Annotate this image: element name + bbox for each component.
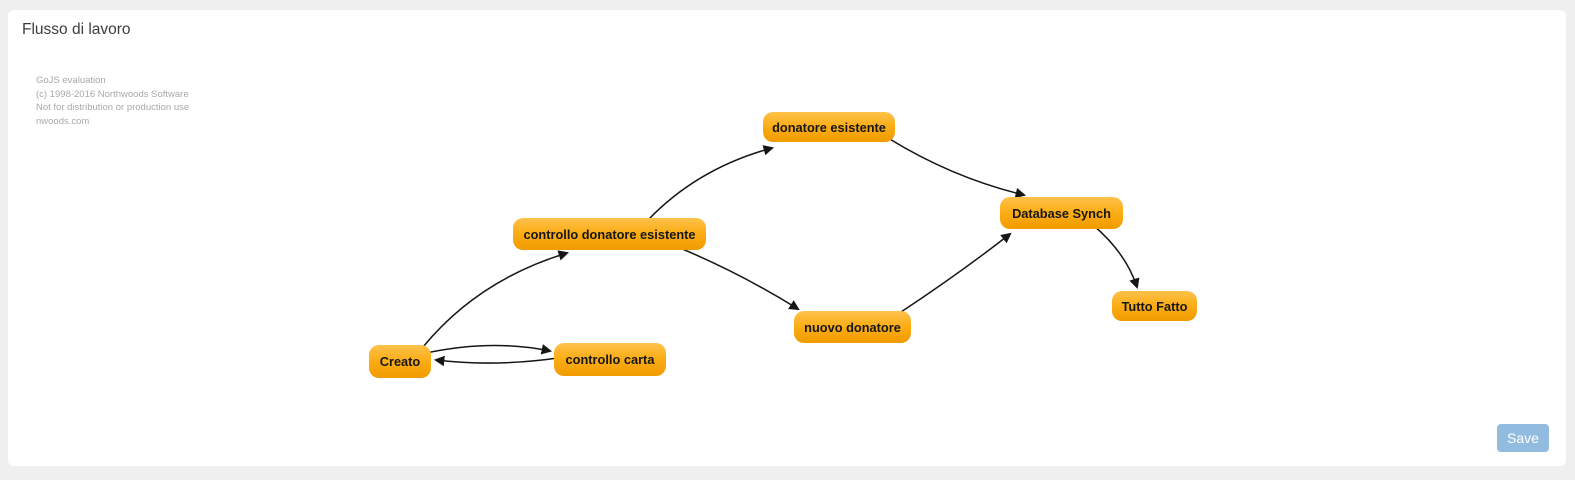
gojs-watermark: GoJS evaluation (c) 1998-2016 Northwoods… — [36, 74, 189, 128]
node-nuovo-donatore[interactable]: nuovo donatore — [794, 311, 911, 343]
save-button[interactable]: Save — [1497, 424, 1549, 452]
page-title: Flusso di lavoro — [22, 21, 131, 38]
link-donatore-esistente-to-database-synch[interactable] — [887, 137, 1027, 199]
watermark-line: (c) 1998-2016 Northwoods Software — [36, 88, 189, 100]
node-tutto-fatto[interactable]: Tutto Fatto — [1112, 291, 1197, 321]
node-creato[interactable]: Creato — [369, 345, 431, 378]
link-controllo-donatore-esistente-to-donatore-esistente[interactable] — [647, 145, 775, 221]
watermark-line: nwoods.com — [36, 115, 90, 127]
node-donatore-esistente[interactable]: donatore esistente — [763, 112, 895, 142]
node-controllo-carta[interactable]: controllo carta — [554, 343, 666, 376]
watermark-line: Not for distribution or production use — [36, 102, 190, 113]
diagram-links-layer — [422, 137, 1140, 367]
link-nuovo-donatore-to-database-synch[interactable] — [900, 232, 1012, 313]
node-database-synch[interactable]: Database Synch — [1000, 197, 1123, 229]
link-database-synch-to-tutto-fatto[interactable] — [1092, 224, 1140, 289]
link-controllo-carta-to-creato[interactable] — [433, 355, 559, 367]
watermark-line: GoJS evaluation — [36, 75, 106, 86]
link-controllo-donatore-esistente-to-nuovo-donatore[interactable] — [679, 247, 800, 311]
link-creato-to-controllo-carta[interactable] — [425, 344, 553, 355]
link-creato-to-controllo-donatore-esistente[interactable] — [422, 250, 570, 348]
node-controllo-donatore-esistente[interactable]: controllo donatore esistente — [513, 218, 706, 250]
workflow-card: Flusso di lavoro GoJS evaluation (c) 199… — [8, 10, 1566, 466]
diagram-canvas[interactable]: GoJS evaluation (c) 1998-2016 Northwoods… — [8, 10, 1566, 466]
